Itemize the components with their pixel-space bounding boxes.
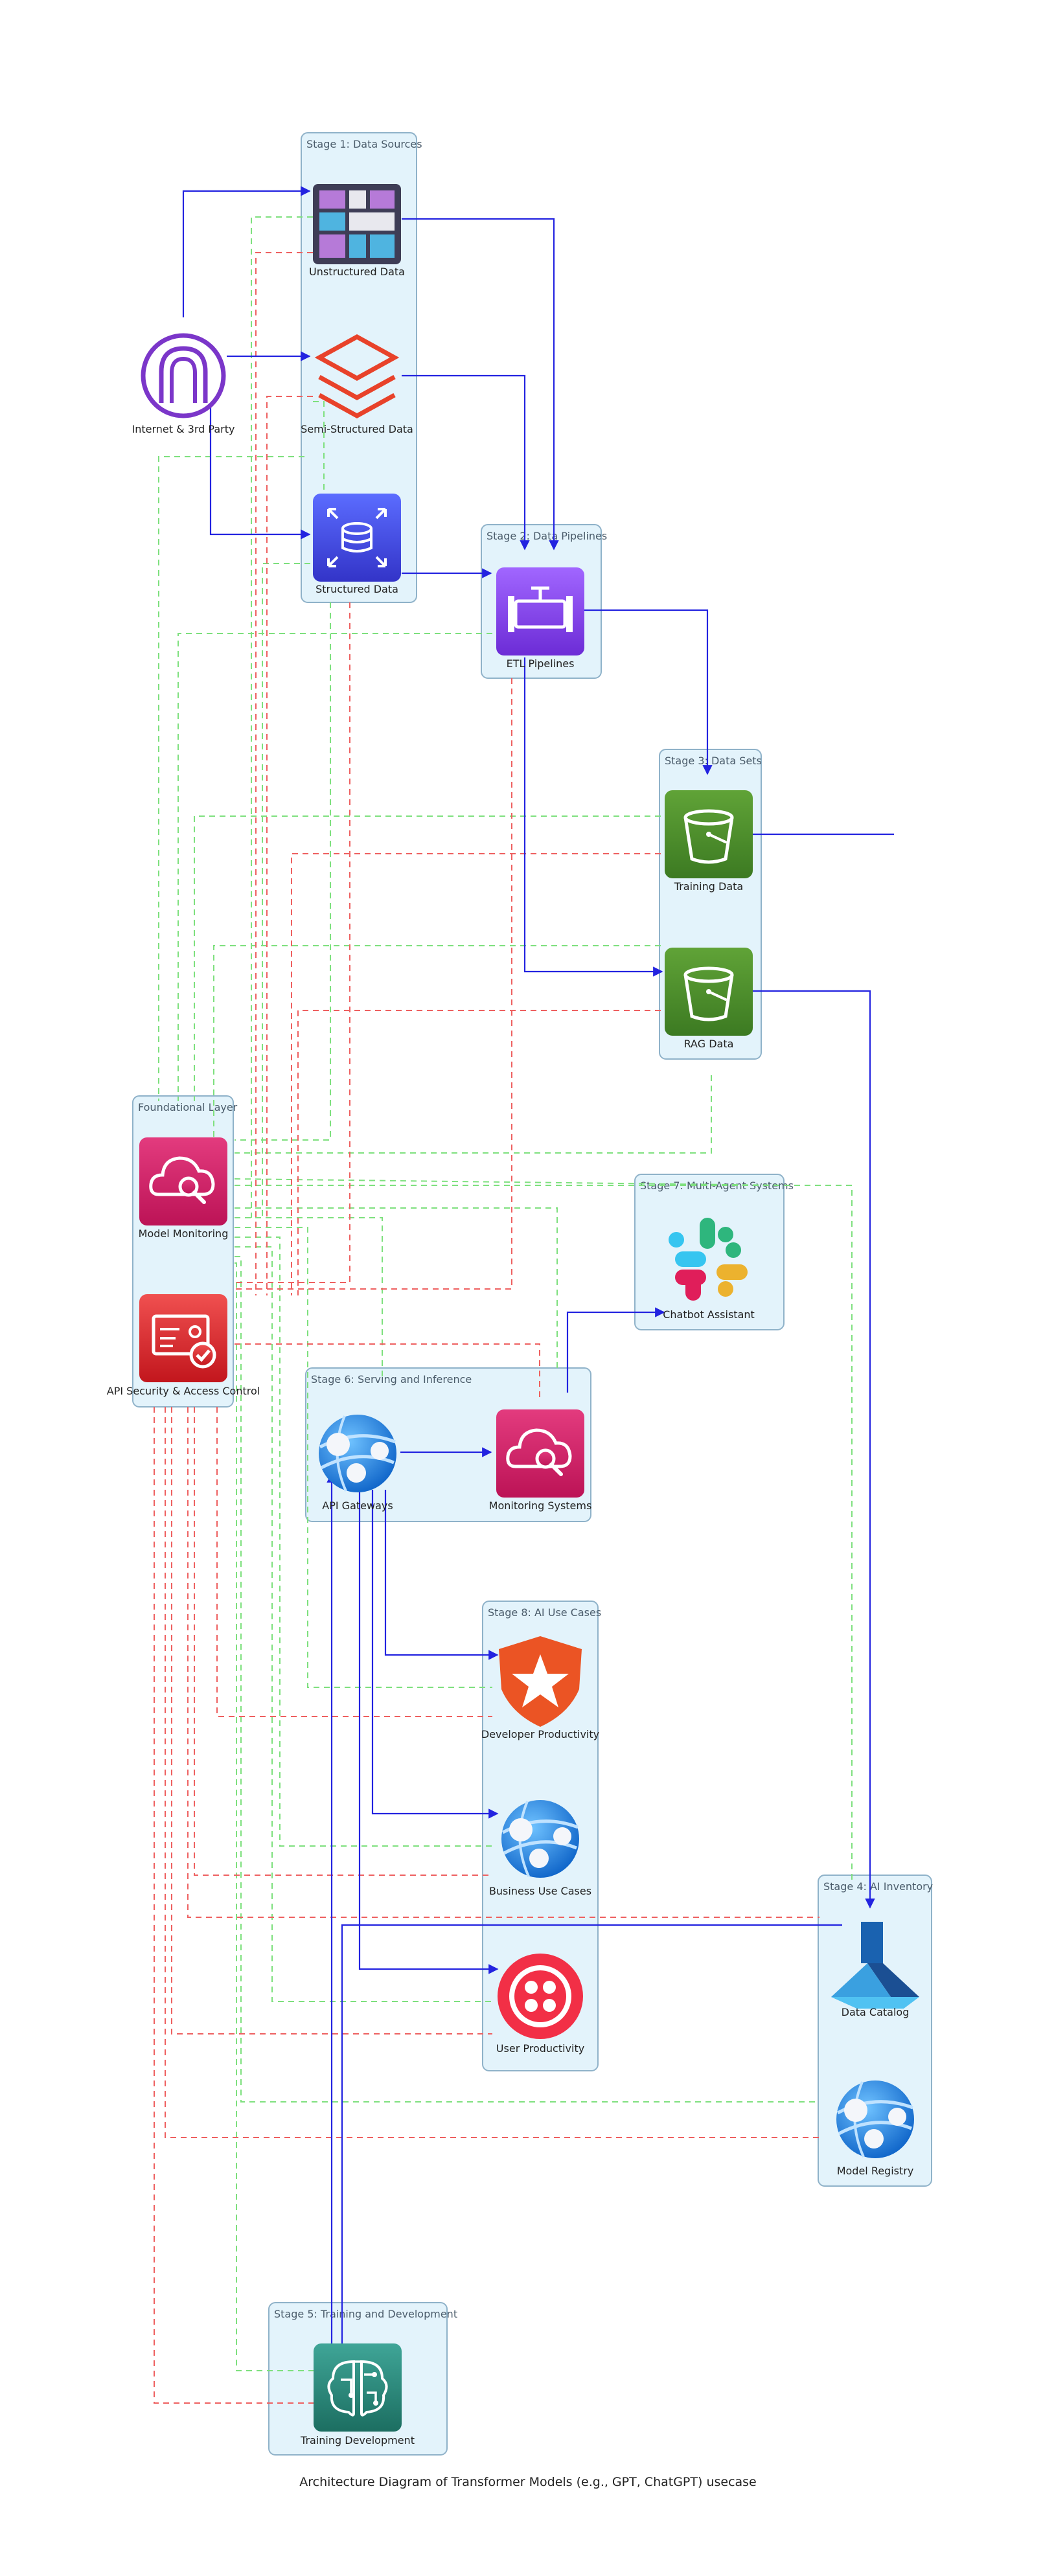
monitoring-systems-node[interactable]: Monitoring Systems <box>489 1409 592 1512</box>
cluster-foundation-label: Foundational Layer <box>138 1101 238 1113</box>
databricks-stack-icon <box>314 334 400 418</box>
database-icon <box>313 494 401 582</box>
cloud-search-icon <box>496 1409 584 1498</box>
business-node[interactable]: Business Use Cases <box>489 1800 591 1897</box>
rag-data-label: RAG Data <box>684 1038 734 1050</box>
cluster-stage5-label: Stage 5: Training and Development <box>274 2308 457 2320</box>
semi-label: Semi-Structured Data <box>301 423 413 435</box>
governance-edges <box>158 216 853 2371</box>
unstructured-node[interactable]: Unstructured Data <box>309 184 405 278</box>
auth0-star-icon <box>499 1636 582 1727</box>
training-data-label: Training Data <box>674 880 743 893</box>
training-development-node[interactable]: Training Development <box>300 2343 415 2446</box>
cluster-stage6-label: Stage 6: Serving and Inference <box>311 1373 472 1385</box>
slack-icon <box>669 1218 748 1301</box>
cluster-stage4-label: Stage 4: AI Inventory <box>823 1880 933 1893</box>
internet-label: Internet & 3rd Party <box>132 423 235 435</box>
s3-bucket-icon <box>665 790 753 878</box>
structured-label: Structured Data <box>315 583 398 595</box>
api-gateways-node[interactable]: API Gateways <box>319 1415 396 1512</box>
twilio-icon <box>498 1954 583 2039</box>
cluster-stage2-label: Stage 2: Data Pipelines <box>487 530 607 542</box>
azure-globe-icon <box>836 2080 914 2158</box>
data-catalog-label: Data Catalog <box>842 2006 910 2018</box>
data-catalog-node[interactable]: Data Catalog <box>831 1922 919 2018</box>
training-data-node[interactable]: Training Data <box>665 790 753 893</box>
s3-bucket-icon <box>665 948 753 1036</box>
model-monitoring-label: Model Monitoring <box>139 1227 229 1240</box>
developer-productivity-node[interactable]: Developer Productivity <box>481 1636 599 1740</box>
security-edges <box>154 252 820 2404</box>
aws-internet-gateway-icon <box>141 333 226 418</box>
cluster-stage7: Stage 7: Multi-Agent Systems <box>634 1174 794 1330</box>
cluster-stage8-label: Stage 8: AI Use Cases <box>488 1606 601 1619</box>
diagram-caption: Architecture Diagram of Transformer Mode… <box>299 2475 757 2489</box>
model-monitoring-node[interactable]: Model Monitoring <box>139 1137 229 1240</box>
api-security-label: API Security & Access Control <box>107 1385 260 1397</box>
user-productivity-node[interactable]: User Productivity <box>496 1954 584 2055</box>
rag-data-node[interactable]: RAG Data <box>665 948 753 1050</box>
data-grid-icon <box>313 184 401 264</box>
user-productivity-label: User Productivity <box>496 2042 584 2055</box>
cluster-stage1-label: Stage 1: Data Sources <box>306 138 422 150</box>
business-label: Business Use Cases <box>489 1885 591 1897</box>
azure-ml-icon <box>831 1922 919 2009</box>
unstructured-label: Unstructured Data <box>309 266 405 278</box>
api-security-node[interactable]: API Security & Access Control <box>107 1294 260 1397</box>
sagemaker-brain-icon <box>314 2343 402 2432</box>
etl-label: ETL Pipelines <box>507 657 575 670</box>
azure-globe-icon <box>501 1800 579 1878</box>
semi-node[interactable]: Semi-Structured Data <box>301 334 413 435</box>
etl-node[interactable]: ETL Pipelines <box>496 567 584 670</box>
pipeline-icon <box>496 567 584 655</box>
security-badge-icon <box>139 1294 227 1382</box>
flow-edges <box>182 186 894 2429</box>
monitoring-systems-label: Monitoring Systems <box>489 1499 592 1512</box>
chatbot-node[interactable]: Chatbot Assistant <box>663 1218 755 1321</box>
chatbot-label: Chatbot Assistant <box>663 1308 755 1321</box>
training-development-label: Training Development <box>300 2434 415 2446</box>
cloud-search-icon <box>139 1137 227 1225</box>
api-gateways-label: API Gateways <box>322 1499 393 1512</box>
azure-globe-icon <box>319 1415 396 1492</box>
model-registry-label: Model Registry <box>837 2165 914 2177</box>
cluster-stage3-label: Stage 3: Data Sets <box>665 755 762 767</box>
internet-node[interactable]: Internet & 3rd Party <box>132 333 235 435</box>
model-registry-node[interactable]: Model Registry <box>836 2080 914 2177</box>
developer-productivity-label: Developer Productivity <box>481 1728 599 1740</box>
structured-node[interactable]: Structured Data <box>313 494 401 595</box>
